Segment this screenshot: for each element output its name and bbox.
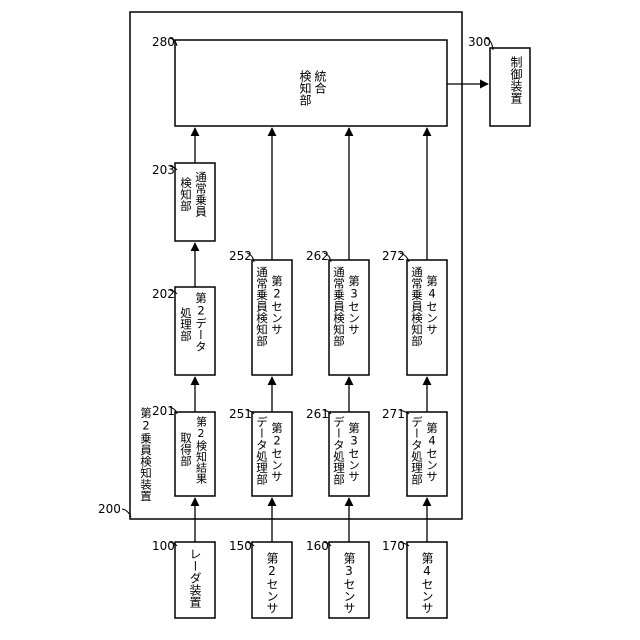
detection-result-acquirer-box: 第2検知結果 取得部 201 (152, 404, 215, 496)
sensor4-data-processor-line1: 第4センサ (425, 421, 439, 482)
normal-occupant-detector-line2: 検知部 (179, 176, 193, 211)
sensor3-normal-detector-line1: 第3センサ (347, 274, 361, 335)
sensor4-normal-detector-ref: 272 (382, 249, 405, 263)
detection-result-acquirer-ref: 201 (152, 404, 175, 418)
integrated-detector-label-line2: 検知部 (298, 70, 312, 106)
sensor2-data-processor-line1: 第2センサ (270, 421, 284, 482)
integrated-detector-ref: 280 (152, 35, 175, 49)
control-device-box: 制御装置 300 (468, 35, 530, 126)
sensor3-data-processor-box: 第3センサ データ処理部 261 (306, 407, 369, 496)
detection-result-acquirer-line2: 取得部 (179, 432, 193, 467)
sensor4-normal-detector-line1: 第4センサ (425, 274, 439, 335)
sensor2-normal-detector-line1: 第2センサ (270, 274, 284, 335)
sensor2-data-processor-box: 第2センサ データ処理部 251 (229, 407, 292, 496)
sensor3-ref: 160 (306, 539, 329, 553)
sensor3-normal-detector-ref: 262 (306, 249, 329, 263)
sensor2-data-processor-line2: データ処理部 (255, 415, 269, 485)
integrated-detector-label-line1: 統合 (313, 70, 327, 94)
second-data-processor-box: 第2データ 処理部 202 (152, 287, 215, 375)
detection-result-acquirer-line1: 第2検知結果 (195, 415, 208, 485)
second-data-processor-line2: 処理部 (179, 306, 193, 341)
sensor2-normal-detector-ref: 252 (229, 249, 252, 263)
sensor2-data-processor-ref: 251 (229, 407, 252, 421)
sensor3-data-processor-line2: データ処理部 (332, 415, 346, 485)
sensor4-label: 第4センサ (420, 552, 434, 614)
container-ref-label: 200 (98, 502, 121, 516)
sensor4-data-processor-ref: 271 (382, 407, 405, 421)
normal-occupant-detector-box: 通常乗員 検知部 203 (152, 163, 215, 241)
container-title: 第2乗員検知装置 (139, 406, 153, 501)
radar-device-ref: 100 (152, 539, 175, 553)
control-device-label: 制御装置 (509, 56, 523, 104)
second-data-processor-ref: 202 (152, 287, 175, 301)
normal-occupant-detector-line1: 通常乗員 (194, 171, 208, 218)
sensor3-normal-detector-line2: 通常乗員検知部 (332, 266, 346, 347)
sensor4-data-processor-line2: データ処理部 (410, 415, 424, 485)
sensor3-normal-detector-box: 第3センサ 通常乗員検知部 262 (306, 249, 369, 375)
sensor4-normal-detector-box: 第4センサ 通常乗員検知部 272 (382, 249, 447, 375)
sensor4-data-processor-box: 第4センサ データ処理部 271 (382, 407, 447, 496)
sensor4-ref: 170 (382, 539, 405, 553)
sensor2-normal-detector-line2: 通常乗員検知部 (255, 266, 269, 347)
sensor3-data-processor-line1: 第3センサ (347, 421, 361, 482)
integrated-detector-box: 統合 検知部 280 (152, 35, 447, 126)
sensor3-label: 第3センサ (342, 552, 356, 614)
sensor2-ref: 150 (229, 539, 252, 553)
second-data-processor-line1: 第2データ (194, 291, 208, 352)
sensor3-data-processor-ref: 261 (306, 407, 329, 421)
sensor3-box: 第3センサ 160 (306, 539, 369, 618)
sensor2-normal-detector-box: 第2センサ 通常乗員検知部 252 (229, 249, 292, 375)
sensor4-box: 第4センサ 170 (382, 539, 447, 618)
radar-device-box: レーダ装置 100 (152, 539, 215, 618)
radar-device-label: レーダ装置 (188, 548, 202, 608)
normal-occupant-detector-ref: 203 (152, 163, 175, 177)
sensor2-box: 第2センサ 150 (229, 539, 292, 618)
sensor4-normal-detector-line2: 通常乗員検知部 (410, 266, 424, 347)
sensor2-label: 第2センサ (265, 552, 279, 614)
control-device-ref: 300 (468, 35, 491, 49)
